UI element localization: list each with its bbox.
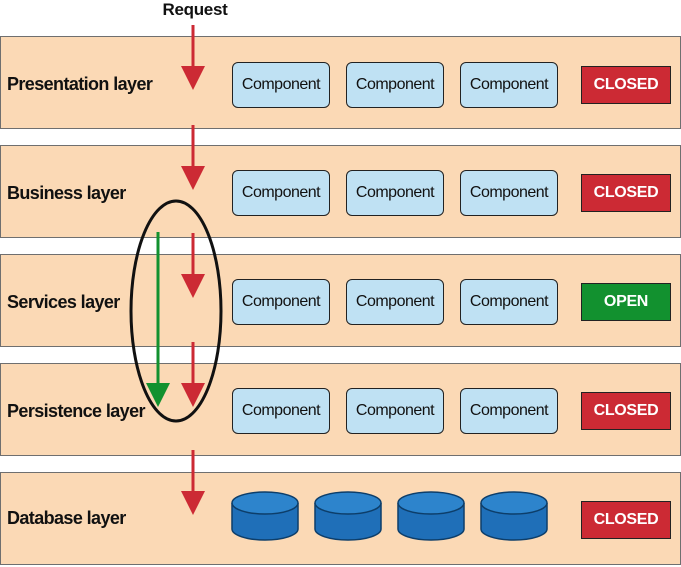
database-cylinder-icon — [397, 491, 465, 541]
request-arrow — [181, 125, 205, 190]
component-box: Component — [346, 62, 444, 108]
services-layer: Services layer Component Component Compo… — [0, 254, 681, 347]
persistence-layer: Persistence layer Component Component Co… — [0, 363, 681, 456]
component-box: Component — [232, 279, 330, 325]
component-box: Component — [346, 388, 444, 434]
component-box: Component — [460, 170, 558, 216]
request-arrow — [181, 342, 205, 407]
bypass-arrow — [146, 232, 170, 407]
layer-status-closed: CLOSED — [581, 66, 671, 104]
open-layer-highlight-ellipse — [129, 199, 223, 423]
layer-status-closed: CLOSED — [581, 174, 671, 212]
layer-status-closed: CLOSED — [581, 501, 671, 539]
presentation-layer: Presentation layer Component Component C… — [0, 36, 681, 129]
database-cylinder-icon — [314, 491, 382, 541]
component-box: Component — [232, 62, 330, 108]
component-box: Component — [232, 388, 330, 434]
layer-status-closed: CLOSED — [581, 392, 671, 430]
component-box: Component — [460, 62, 558, 108]
layer-label: Presentation layer — [7, 74, 153, 94]
layer-label: Services layer — [7, 292, 120, 312]
request-arrow — [181, 233, 205, 298]
component-box: Component — [232, 170, 330, 216]
layer-label: Database layer — [7, 508, 126, 528]
component-box: Component — [460, 279, 558, 325]
layer-label: Business layer — [7, 183, 126, 203]
layer-status-open: OPEN — [581, 283, 671, 321]
database-cylinder-icon — [480, 491, 548, 541]
request-arrow — [181, 25, 205, 90]
component-box: Component — [346, 279, 444, 325]
request-arrow — [181, 450, 205, 515]
layer-label: Persistence layer — [7, 401, 146, 421]
component-box: Component — [346, 170, 444, 216]
request-label: Request — [162, 0, 228, 19]
component-box: Component — [460, 388, 558, 434]
database-cylinder-icon — [231, 491, 299, 541]
business-layer: Business layer Component Component Compo… — [0, 145, 681, 238]
